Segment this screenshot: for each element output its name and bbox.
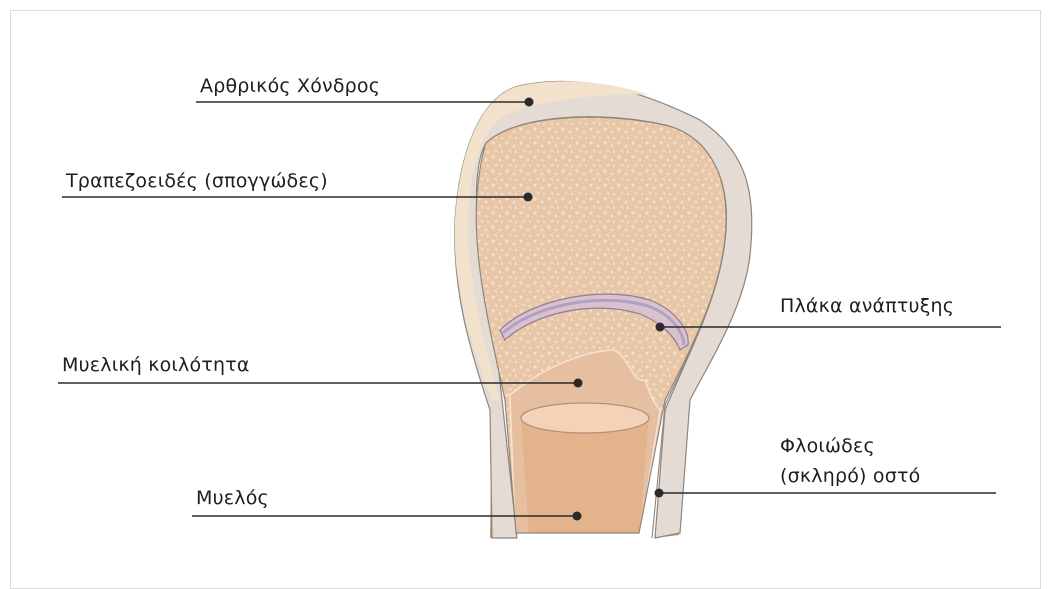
dot-marrow bbox=[573, 512, 582, 521]
marrow-top bbox=[521, 403, 649, 433]
label-articular-cartilage: Αρθρικός Χόνδρος bbox=[200, 75, 380, 97]
dot-growth-plate bbox=[656, 323, 665, 332]
label-cortical-bone-line2: (σκληρό) οστό bbox=[780, 465, 920, 487]
label-cortical-bone-line1: Φλοιώδες bbox=[780, 435, 875, 457]
dot-cortical-bone bbox=[655, 489, 664, 498]
label-marrow: Μυελός bbox=[196, 487, 269, 509]
dot-medullary-cavity bbox=[574, 379, 583, 388]
marrow bbox=[521, 418, 649, 535]
label-spongy-bone: Τραπεζοειδές (σπογγώδες) bbox=[65, 170, 328, 192]
dot-spongy-bone bbox=[524, 193, 533, 202]
dot-articular-cartilage bbox=[525, 98, 534, 107]
label-medullary-cavity: Μυελική κοιλότητα bbox=[62, 354, 250, 376]
label-growth-plate: Πλάκα ανάπτυξης bbox=[780, 295, 954, 317]
